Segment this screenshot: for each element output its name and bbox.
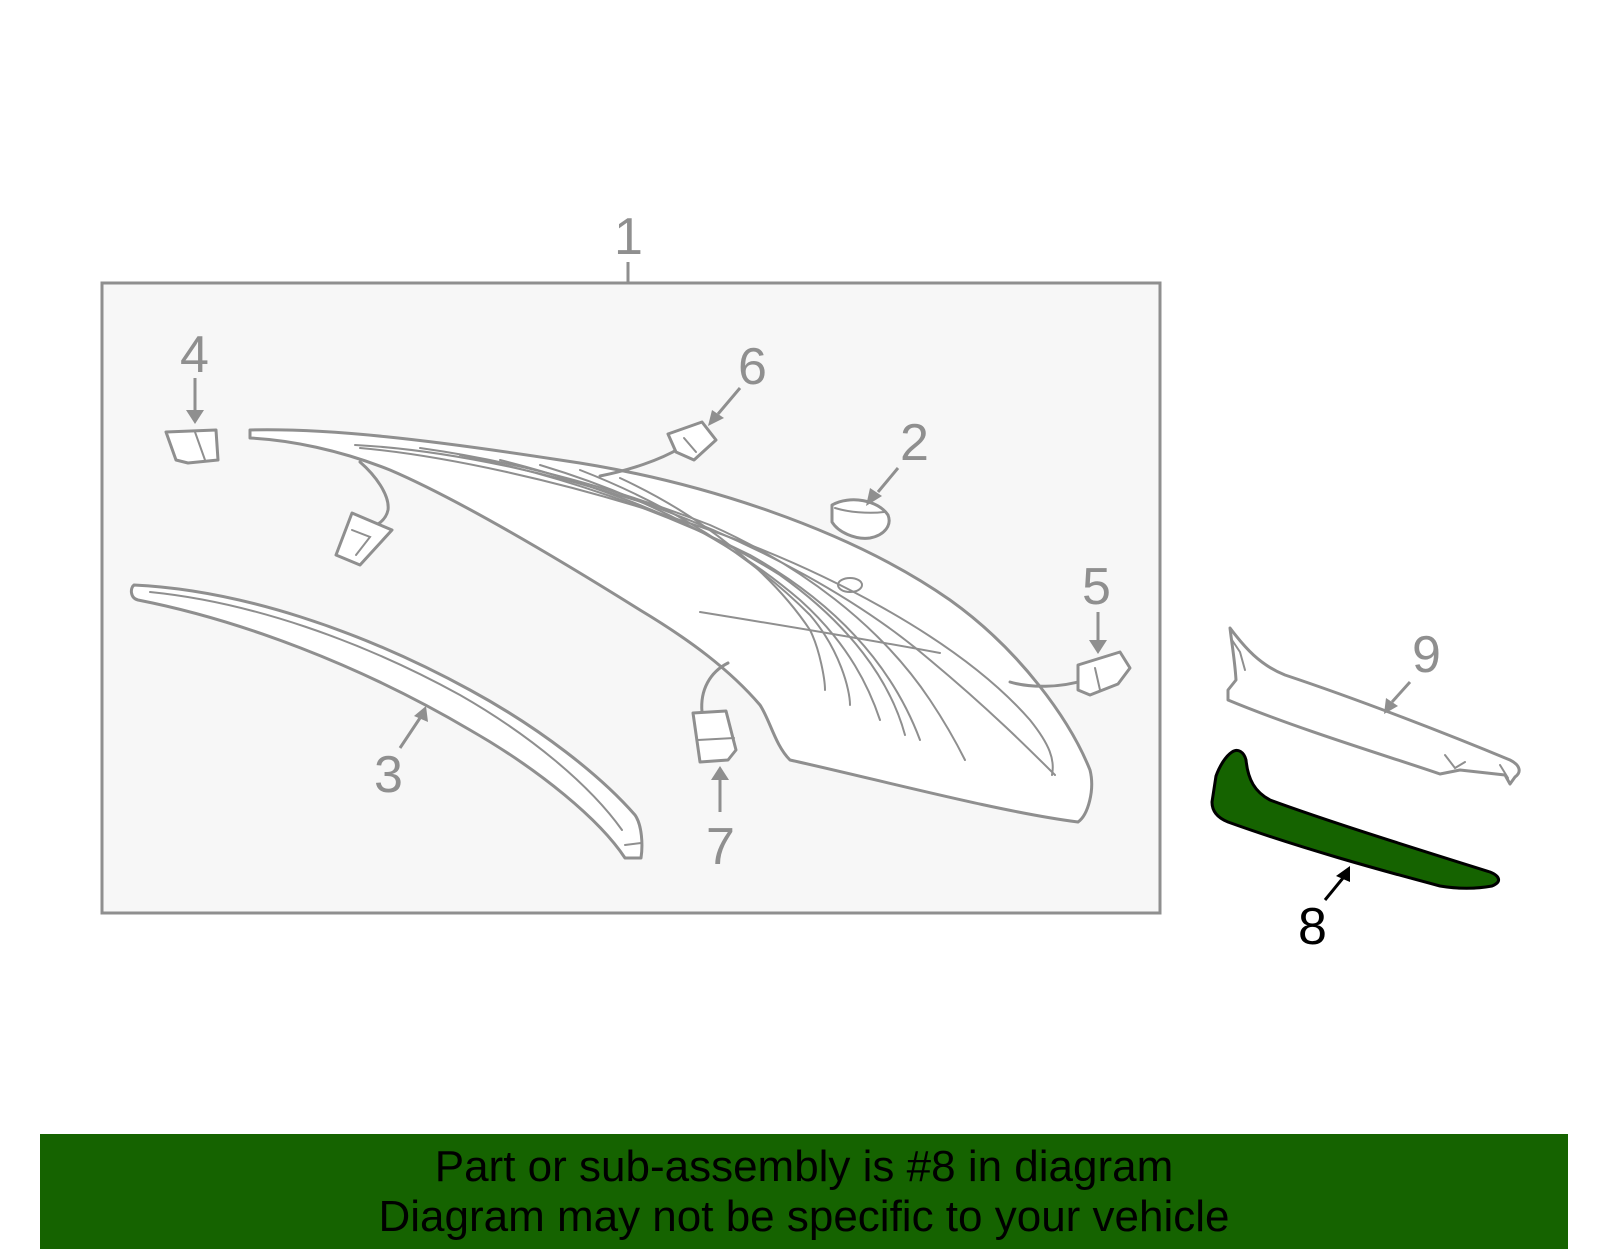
callout-4: 4 xyxy=(180,326,209,384)
part-6-connector xyxy=(598,420,718,478)
info-banner: Part or sub-assembly is #8 in diagram Di… xyxy=(40,1134,1568,1249)
callout-1: 1 xyxy=(614,208,643,266)
part-3-molding xyxy=(129,583,644,860)
callout-2: 2 xyxy=(900,414,929,472)
callout-5-arrow xyxy=(1089,640,1107,654)
callout-7: 7 xyxy=(706,818,735,876)
part-4-clip xyxy=(164,428,220,465)
banner-background xyxy=(40,1134,1568,1249)
part-7-connector xyxy=(691,661,738,764)
banner-line-2: Diagram may not be specific to your vehi… xyxy=(378,1192,1230,1241)
callout-9: 9 xyxy=(1412,626,1441,684)
callout-3-leader xyxy=(398,717,422,749)
callout-8: 8 xyxy=(1298,898,1327,956)
callout-2-arrow xyxy=(866,488,882,506)
callout-9-arrow xyxy=(1384,698,1398,714)
callout-3-arrow xyxy=(414,706,428,722)
callout-6: 6 xyxy=(738,338,767,396)
part-1-glass-assembly xyxy=(248,428,1094,824)
wire-connector-left xyxy=(334,460,394,567)
part-8-shape xyxy=(1210,748,1500,890)
callout-7-arrow xyxy=(711,766,729,780)
callout-4-arrow xyxy=(186,410,204,424)
part-8-trim-highlighted xyxy=(1210,748,1500,890)
part-9-trim xyxy=(1226,626,1521,786)
callout-3: 3 xyxy=(374,746,403,804)
callout-9-leader xyxy=(1390,680,1412,704)
callout-6-arrow xyxy=(708,410,724,426)
callout-6-leader xyxy=(716,387,742,415)
part-2-grommet xyxy=(830,498,891,540)
callout-8-leader xyxy=(1323,877,1345,901)
callout-5: 5 xyxy=(1082,558,1111,616)
callout-8-arrow xyxy=(1336,866,1350,882)
part-5-connector xyxy=(1008,650,1132,697)
callout-2-leader xyxy=(876,467,900,493)
banner-line-1: Part or sub-assembly is #8 in diagram xyxy=(434,1142,1174,1191)
